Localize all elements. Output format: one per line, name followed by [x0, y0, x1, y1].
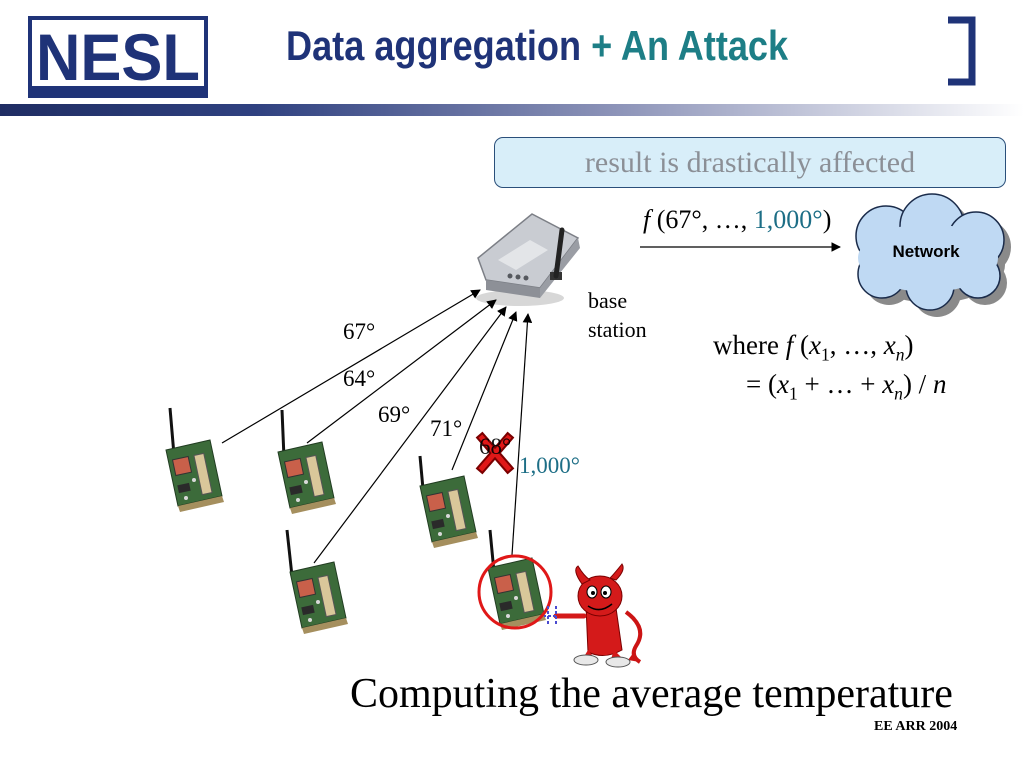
sensor-node: [277, 409, 337, 515]
formula-close: ): [904, 330, 914, 360]
reading-label: 67°: [343, 319, 376, 344]
formula-sub-1: 1: [788, 383, 798, 404]
network-label: Network: [892, 242, 960, 261]
slide-caption: Computing the average temperature: [350, 671, 953, 717]
compromised-sensor-node: [487, 529, 547, 631]
reading-label: 69°: [378, 402, 411, 427]
base-station-router: [476, 213, 580, 306]
reading-label: 64°: [343, 366, 376, 391]
reading-label: 71°: [430, 416, 463, 441]
footer-label: EE ARR 2004: [874, 719, 958, 734]
callout-text: result is drastically affected: [584, 146, 916, 179]
header-divider: [0, 104, 1024, 116]
slide-title: Data aggregation + An Attack: [286, 16, 788, 76]
base-station-label: base station: [588, 286, 647, 344]
bracket-ornament: [948, 16, 976, 86]
formula-open: (: [793, 330, 809, 360]
devil-attacker-icon: [544, 563, 643, 668]
function-args-close: ): [822, 205, 832, 234]
formula-definition: where f (x1, …, xn): [713, 330, 913, 365]
title-part-1: Data aggregation: [286, 22, 592, 69]
formula-xn: x: [882, 369, 895, 399]
formula-where: where: [713, 330, 786, 360]
network-cloud: [855, 193, 1011, 317]
formula-sub-1: 1: [820, 344, 830, 365]
formula-equals: = (: [746, 369, 777, 399]
formula-average: = (x1 + … + xn) / n: [746, 369, 946, 404]
function-args: (67°, …,: [650, 205, 754, 234]
sensor-node: [165, 407, 225, 513]
blocked-reading-x-icon: [475, 431, 515, 475]
malicious-reading-label: 1,000°: [519, 453, 580, 478]
formula-ellipsis: , …,: [829, 330, 884, 360]
formula-x1: x: [808, 330, 821, 360]
base-station-label-line-2: station: [588, 317, 647, 342]
sensor-node: [418, 455, 479, 549]
formula-x1: x: [776, 369, 789, 399]
function-args-outlier: 1,000°: [753, 205, 823, 234]
sensor-node: [285, 529, 349, 635]
formula-sum: + … +: [797, 369, 883, 399]
formula-sub-n: n: [895, 344, 905, 365]
function-symbol: f: [643, 205, 651, 234]
callout-box: [494, 137, 1006, 188]
formula-divide: ) /: [902, 369, 933, 399]
blocked-reading-label: 68°: [479, 434, 512, 459]
formula-sub-n: n: [894, 383, 903, 404]
nesl-logo: NESL: [28, 16, 208, 98]
base-station-label-line-1: base: [588, 288, 628, 313]
formula-xn: x: [883, 330, 896, 360]
title-part-2: + An Attack: [591, 22, 789, 69]
compromised-highlight-circle: [477, 554, 553, 630]
formula-n: n: [932, 369, 947, 399]
function-call-label: f (67°, …, 1,000°): [643, 205, 831, 235]
logo-text: NESL: [36, 20, 200, 94]
formula-f: f: [785, 330, 794, 360]
